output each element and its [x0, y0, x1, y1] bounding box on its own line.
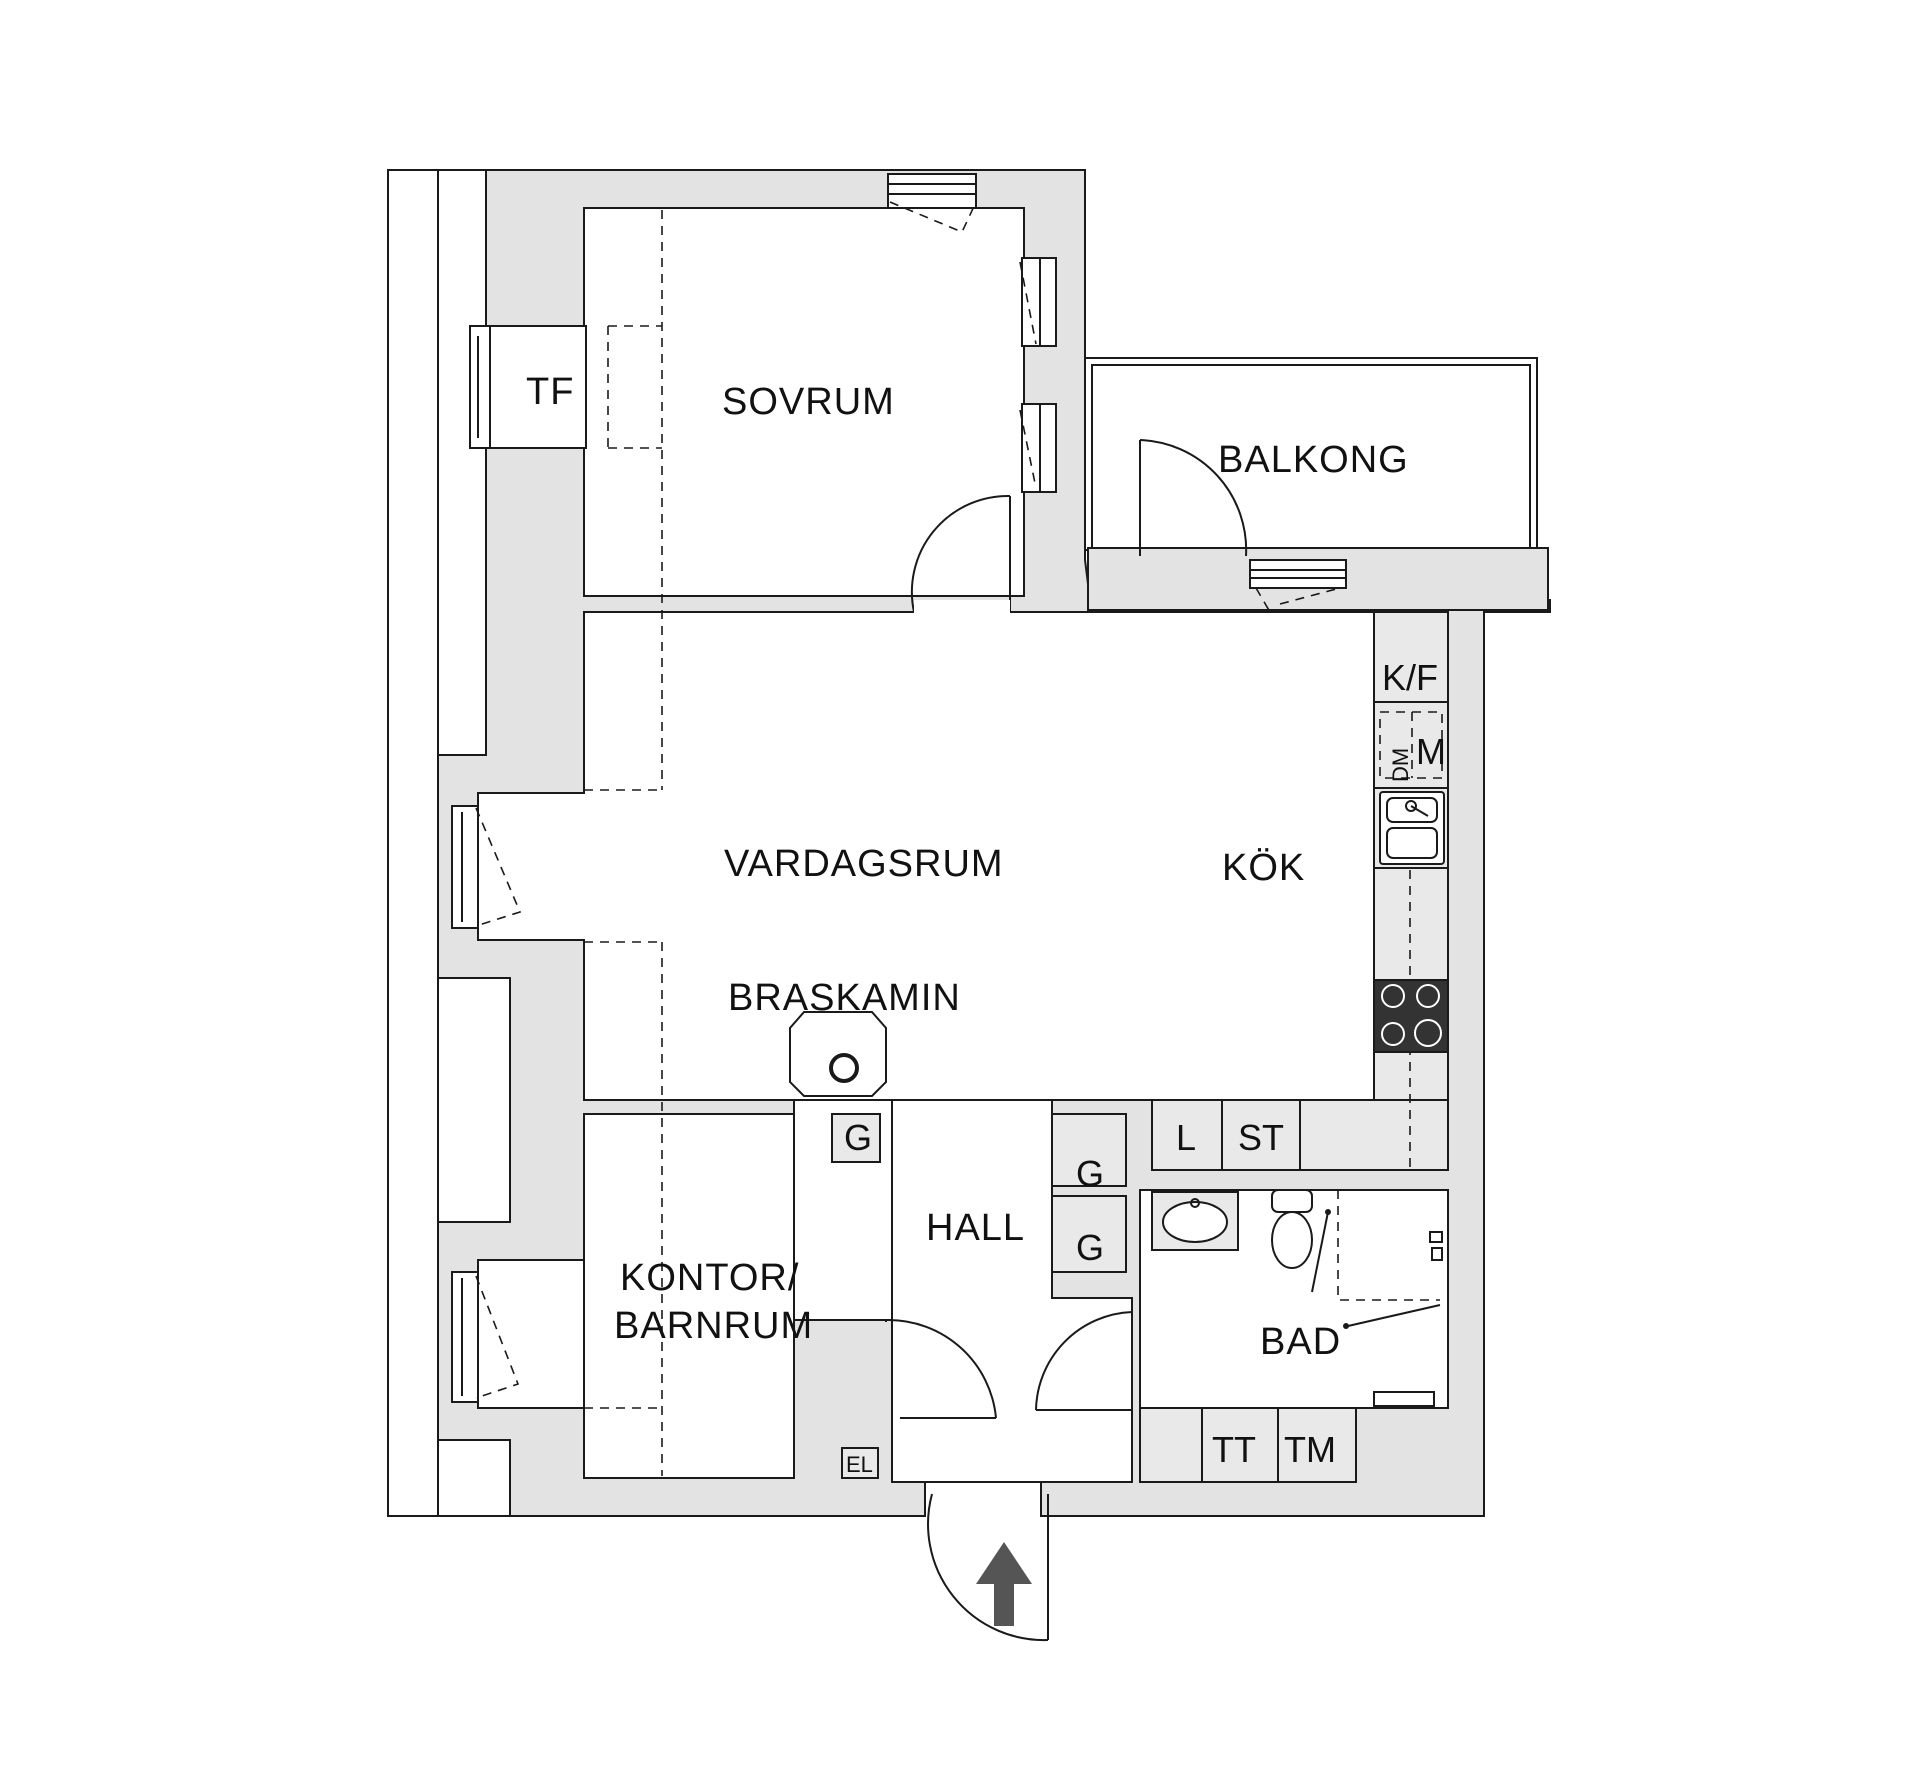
label-g-hall: G — [844, 1117, 872, 1158]
fireplace-icon — [789, 1011, 887, 1097]
door-bad[interactable] — [1035, 1311, 1133, 1411]
tf-floor — [489, 325, 587, 449]
window-balkong — [1249, 559, 1347, 613]
window-tf — [469, 325, 491, 449]
kontor-floor — [583, 1113, 795, 1479]
sovrum-floor — [583, 207, 1025, 597]
room-label-kontor-line1: KONTOR/ — [620, 1257, 799, 1299]
window-sovrum-right-1 — [1019, 257, 1057, 347]
facade-recess-bottom — [437, 1439, 511, 1517]
windows — [451, 173, 1347, 1403]
room-label-tf: TF — [526, 371, 574, 413]
sink-icon — [1379, 791, 1445, 865]
label-kf: K/F — [1382, 657, 1438, 698]
label-braskamin: BRASKAMIN — [728, 977, 961, 1019]
room-label-hall: HALL — [926, 1207, 1025, 1249]
kontor-window-alcove — [477, 1259, 585, 1409]
window-sovrum-top — [887, 173, 977, 234]
room-label-vardagsrum: VARDAGSRUM — [724, 843, 1004, 885]
hall-floor — [891, 1099, 1133, 1483]
dashed-lines — [584, 210, 1052, 1476]
stove-icon — [1373, 979, 1449, 1053]
bathroom-fixtures — [1151, 1189, 1443, 1407]
label-el: EL — [846, 1452, 873, 1477]
door-entrance[interactable] — [927, 1493, 1049, 1642]
door-sovrum[interactable] — [910, 494, 1011, 614]
window-vardagsrum — [451, 805, 522, 929]
labels: SOVRUM TF BALKONG VARDAGSRUM KÖK BRASKAM… — [526, 371, 1446, 1477]
label-dm: DM — [1388, 748, 1413, 782]
label-m: M — [1416, 731, 1446, 772]
window-kontor — [451, 1271, 520, 1403]
room-label-kontor-line2: BARNRUM — [614, 1305, 813, 1347]
closets — [831, 1113, 1357, 1483]
label-l: L — [1176, 1117, 1196, 1158]
label-tt: TT — [1212, 1429, 1256, 1470]
facade-recess-top — [437, 169, 487, 756]
facade-recess-mid — [437, 977, 511, 1223]
label-g-closet-bottom: G — [1076, 1227, 1104, 1268]
doors — [885, 439, 1248, 1642]
door-balkong[interactable] — [1139, 439, 1248, 557]
room-label-balkong: BALKONG — [1218, 439, 1409, 481]
balcony — [1084, 357, 1549, 611]
washbasin-icon — [1151, 1191, 1239, 1251]
kitchen-counter — [1151, 611, 1449, 1171]
room-label-bad: BAD — [1260, 1321, 1341, 1363]
label-st: ST — [1238, 1117, 1284, 1158]
room-label-kok: KÖK — [1222, 847, 1305, 889]
shower-icon — [1311, 1190, 1443, 1329]
toilet-icon — [1271, 1189, 1313, 1269]
facade-strip — [387, 169, 439, 1517]
label-tm: TM — [1284, 1429, 1336, 1470]
door-kontor[interactable] — [885, 1318, 997, 1419]
label-g-closet-top: G — [1076, 1153, 1104, 1194]
window-sovrum-right-2 — [1019, 403, 1057, 493]
room-label-sovrum: SOVRUM — [722, 381, 895, 423]
entrance-arrow-icon — [976, 1542, 1032, 1626]
